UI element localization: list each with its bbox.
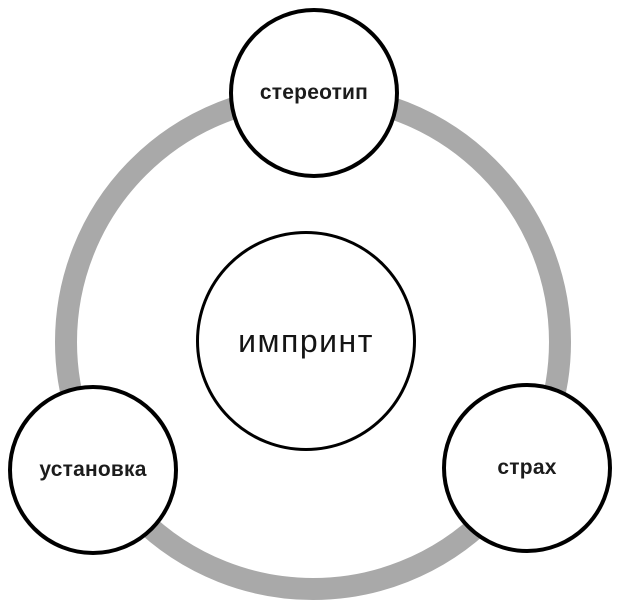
node-stereotype: стереотип bbox=[229, 8, 399, 178]
node-imprint-center: импринт bbox=[196, 231, 416, 451]
node-stereotype-label: стереотип bbox=[259, 81, 369, 104]
node-fear: страх bbox=[442, 383, 612, 553]
node-fear-label: страх bbox=[497, 456, 557, 479]
node-attitude-label: установка bbox=[39, 458, 147, 481]
node-attitude: установка bbox=[8, 385, 178, 555]
node-imprint-label: импринт bbox=[238, 322, 374, 359]
